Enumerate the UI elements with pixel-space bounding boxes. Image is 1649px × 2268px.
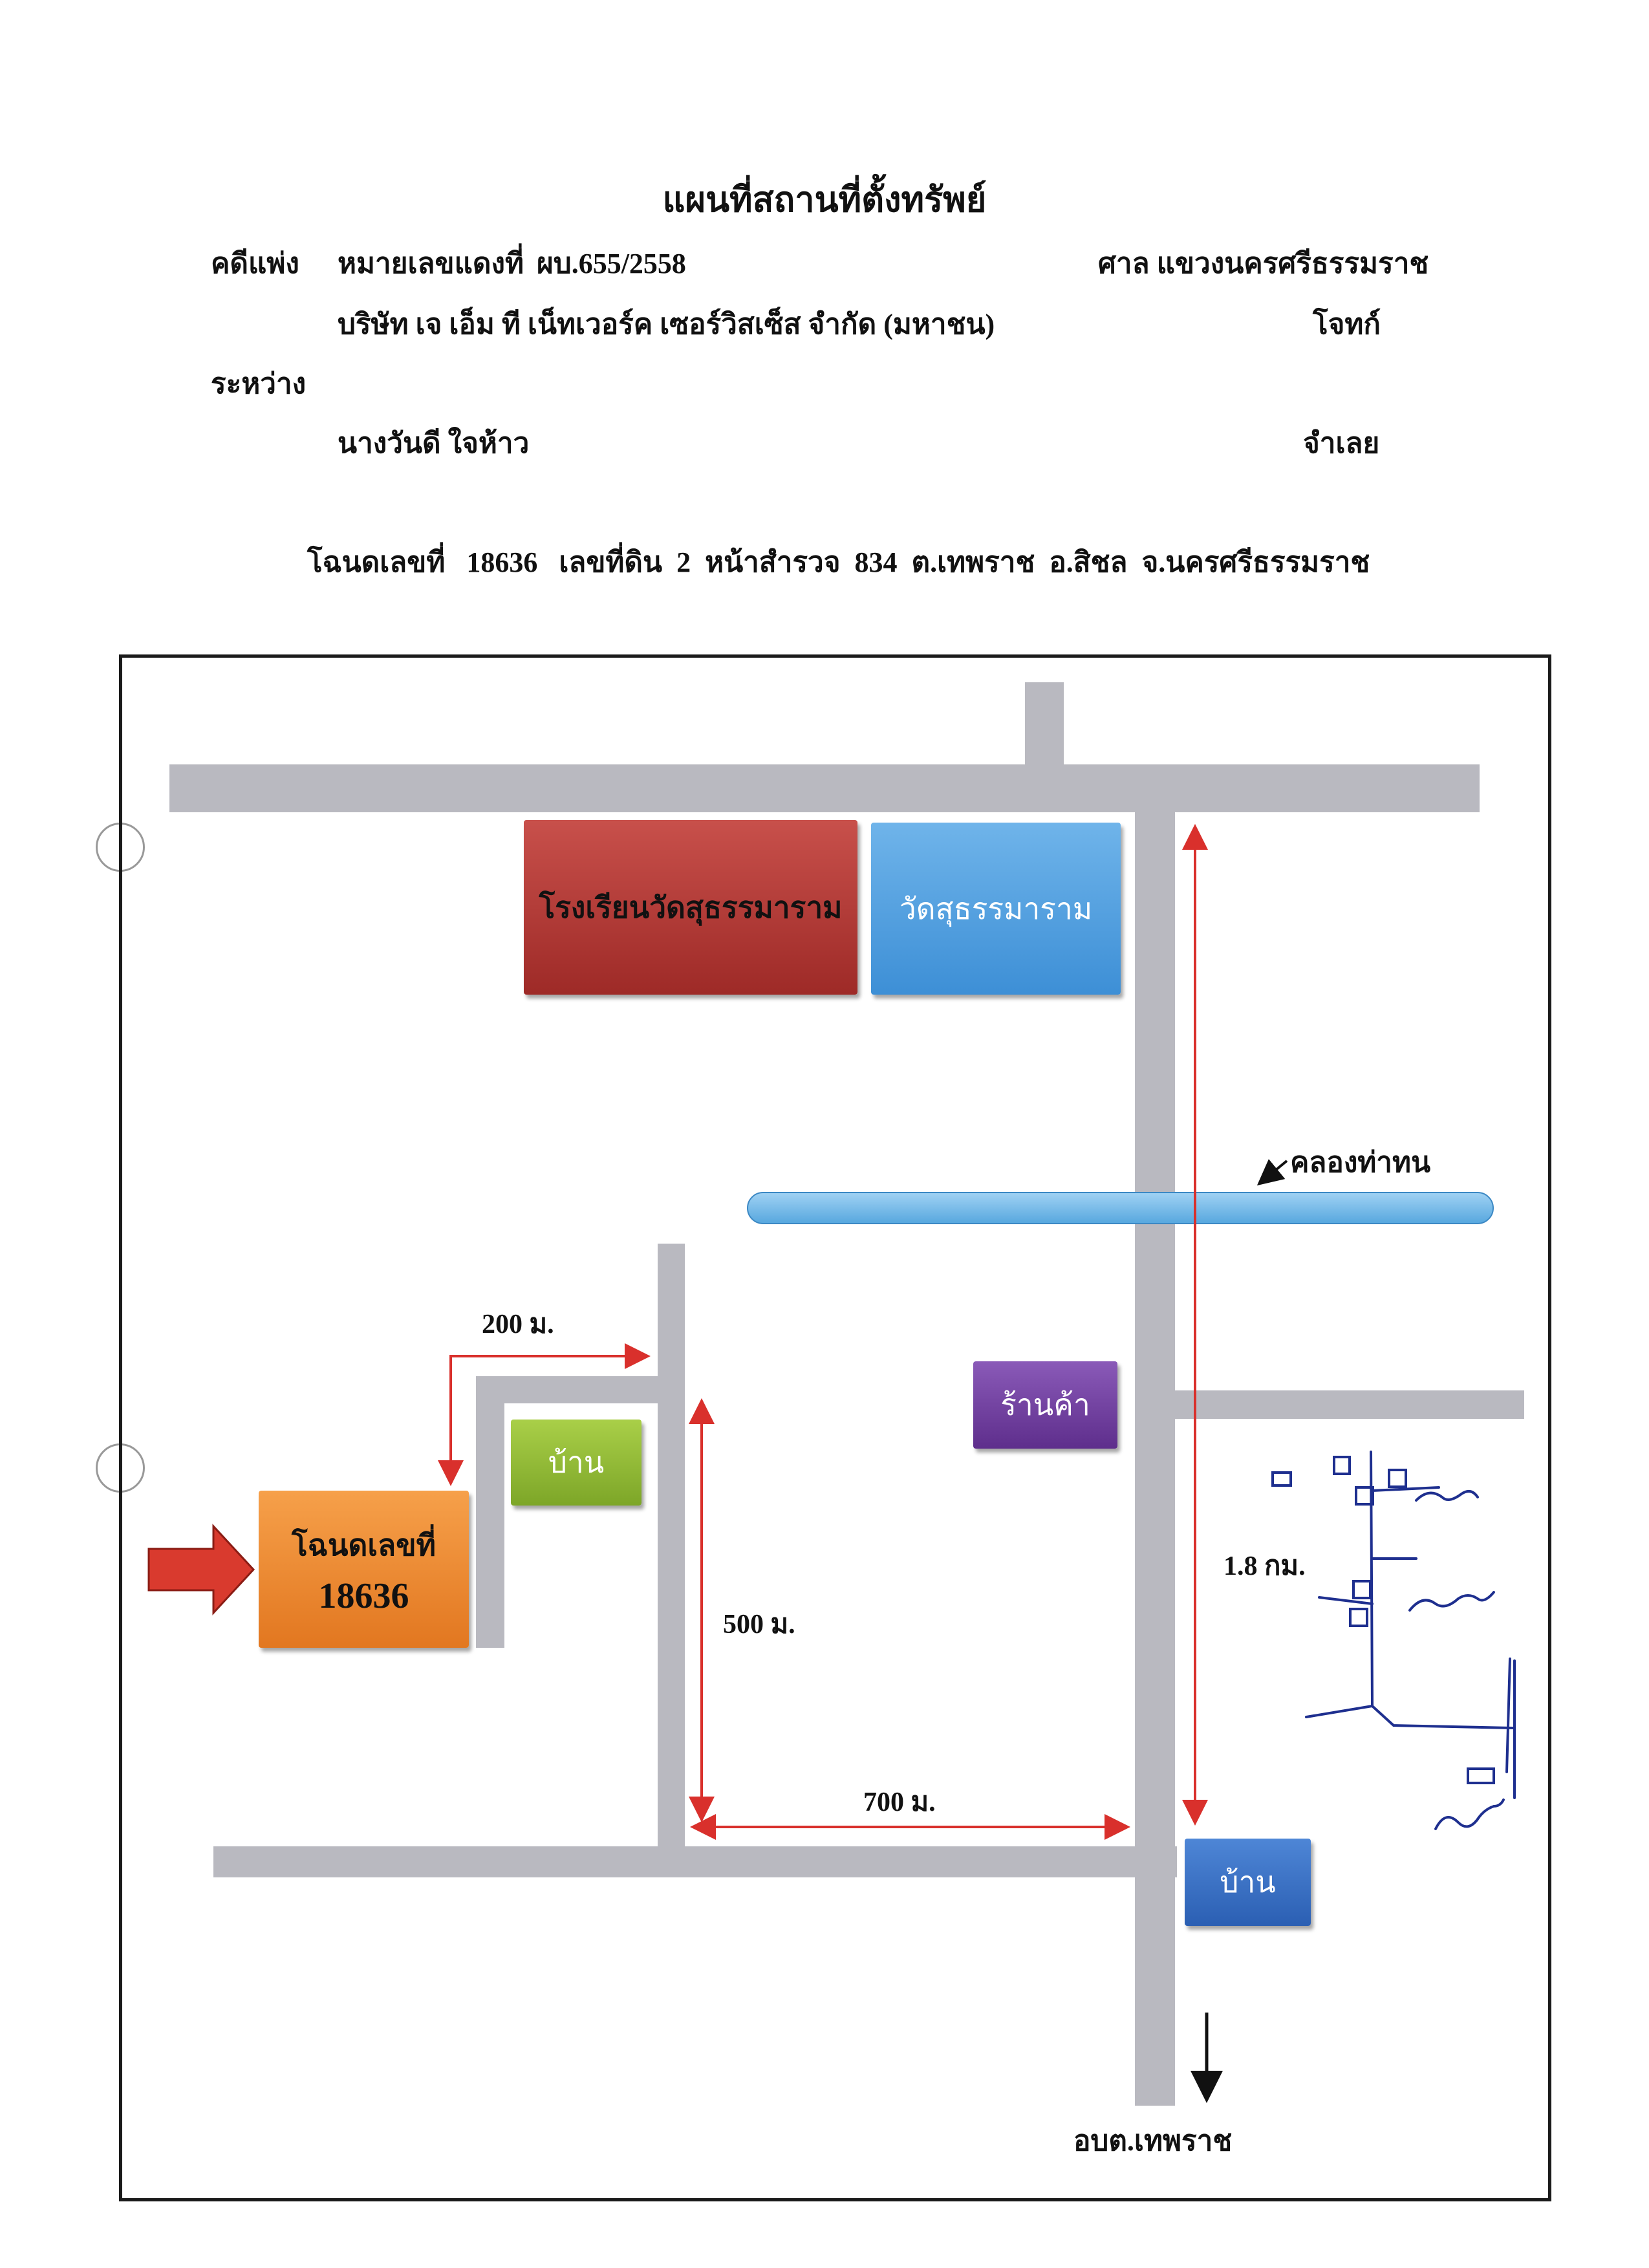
deed-plot-label: โฉนดเลขที่ xyxy=(291,1529,436,1562)
temple-building: วัดสุธรรมาราม xyxy=(871,823,1121,995)
plaintiff-name: บริษัท เจ เอ็ม ที เน็ทเวอร์ค เซอร์วิสเซ็… xyxy=(338,308,995,340)
deed-line: โฉนดเลขที่ 18636 เลขที่ดิน 2 หน้าสำรวจ 8… xyxy=(307,546,1370,578)
case-number-label: หมายเลขแดงที่ xyxy=(338,248,524,279)
road-inner-stub xyxy=(476,1376,504,1648)
road-inner-vertical xyxy=(658,1244,685,1858)
school-building: โรงเรียนวัดสุธรรมาราม xyxy=(524,820,857,995)
case-number: ผบ.655/2558 xyxy=(537,248,686,279)
distance-1-8km: 1.8 กม. xyxy=(1223,1551,1306,1581)
canal-label: คลองท่าทน xyxy=(1290,1147,1431,1178)
plaintiff-role: โจทก์ xyxy=(1313,308,1381,340)
page-title: แผนที่สถานที่ตั้งทรัพย์ xyxy=(662,180,987,219)
distance-200m: 200 ม. xyxy=(482,1310,554,1339)
deed-plot-number: 18636 xyxy=(318,1576,409,1616)
plot-pointer-arrow-icon xyxy=(147,1524,255,1615)
shop-building: ร้านค้า xyxy=(973,1361,1117,1449)
road-main-vertical xyxy=(1135,812,1175,2106)
arrow-200m xyxy=(438,1343,651,1486)
case-type: คดีแพ่ง xyxy=(211,248,299,279)
defendant-name: นางวันดี ใจห้าว xyxy=(338,427,530,459)
distance-700m: 700 ม. xyxy=(863,1787,936,1817)
canal xyxy=(747,1192,1494,1224)
between-label: ระหว่าง xyxy=(211,368,307,400)
destination-label: อบต.เทพราช xyxy=(1073,2125,1233,2157)
road-top-stub xyxy=(1025,682,1064,766)
house-building-2: บ้าน xyxy=(1185,1839,1311,1926)
road-right-branch xyxy=(1175,1390,1524,1419)
canal-pointer-arrow xyxy=(1256,1159,1288,1186)
distance-500m: 500 ม. xyxy=(723,1610,795,1639)
road-inner-horizontal xyxy=(476,1376,683,1403)
road-top xyxy=(169,764,1480,812)
defendant-role: จำเลย xyxy=(1303,427,1380,459)
road-bottom xyxy=(213,1846,1177,1877)
court-name: ศาล แขวงนครศรีธรรมราช xyxy=(1098,248,1429,279)
deed-plot: โฉนดเลขที่ 18636 xyxy=(259,1491,469,1648)
house-building-1: บ้าน xyxy=(511,1420,641,1506)
handwritten-sketch xyxy=(1271,1451,1516,1830)
map-frame xyxy=(119,654,1551,2201)
